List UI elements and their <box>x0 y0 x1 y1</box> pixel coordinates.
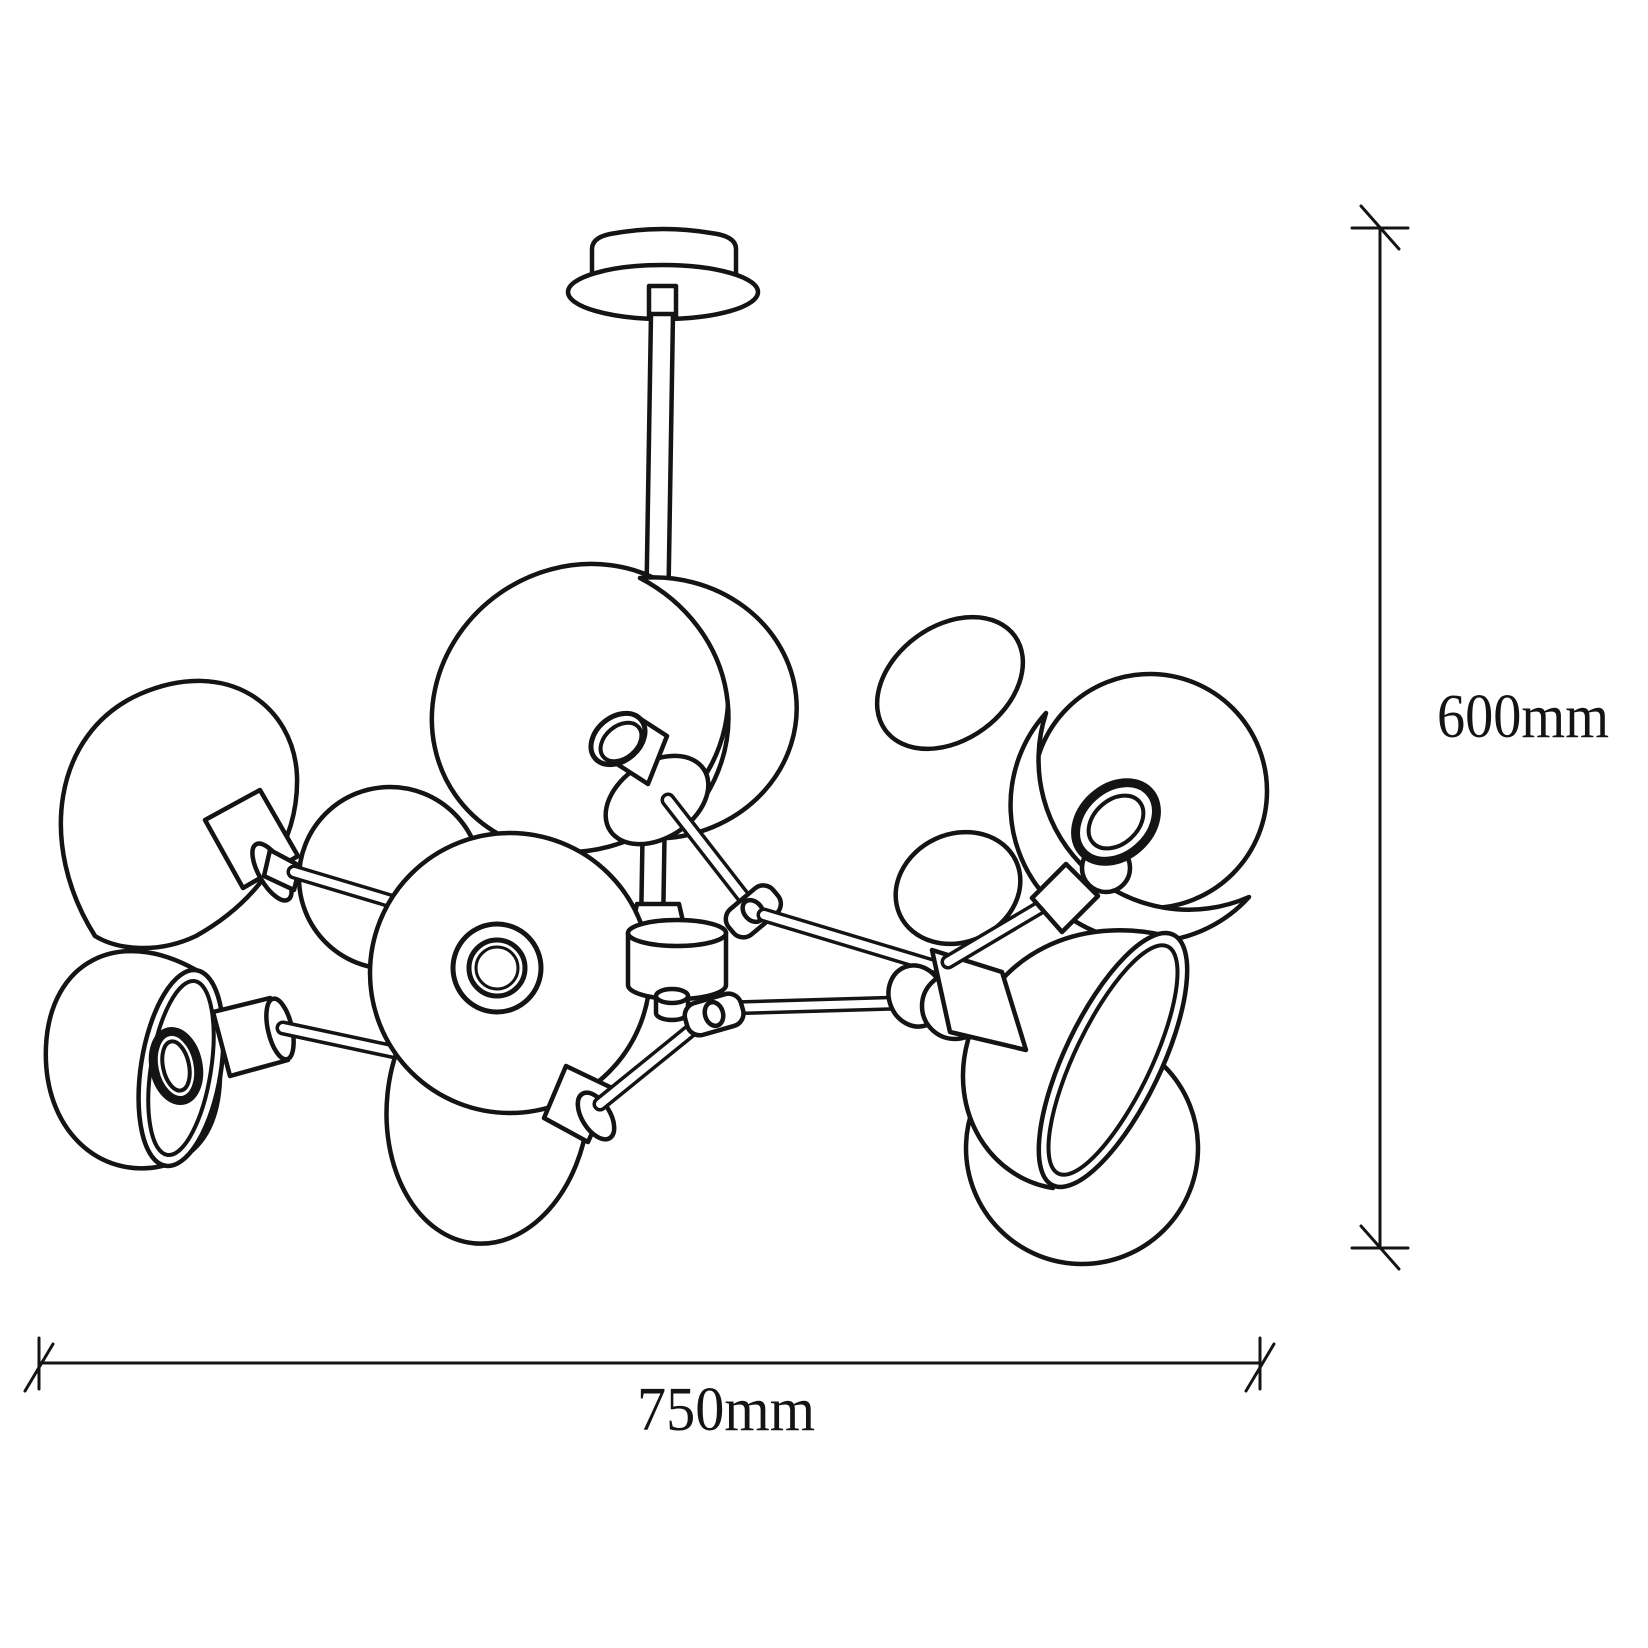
shade-left-lower <box>43 948 478 1171</box>
height-dimension: 600mm <box>1350 204 1609 1271</box>
shade-lower-right-mouth <box>1036 930 1190 1190</box>
joint-cluster-right <box>756 861 1101 1053</box>
central-hub <box>625 917 729 1023</box>
knuckle-joint-lower <box>682 991 746 1038</box>
height-dimension-top-slash <box>1359 204 1401 251</box>
knuckle-hole-icon <box>702 999 726 1029</box>
shade-front-disc <box>367 830 653 1116</box>
shade-upper-right-bulb-ring <box>1071 778 1161 866</box>
arm-bottom <box>541 991 943 1145</box>
shade-lower-right-socket <box>929 947 1029 1053</box>
shade-bottom-socket-cap <box>575 1090 617 1142</box>
hub-screw-top <box>653 986 691 1006</box>
hub-top <box>625 917 729 949</box>
canopy-collar <box>646 283 679 319</box>
shade-top-bulb-inner <box>598 720 644 764</box>
glass-ball-upper-right <box>874 614 1026 752</box>
width-dimension-left-slash <box>23 1342 55 1393</box>
shade-front-disc-hole-outer <box>466 937 528 999</box>
shade-top-rim <box>637 575 799 841</box>
shade-left-lower-bulb-inner <box>160 1039 192 1093</box>
shade-front-disc-hole-inner <box>474 945 520 991</box>
shade-upper-right-socket <box>1029 861 1101 935</box>
height-dimension-bottom-slash <box>1359 1224 1401 1271</box>
height-dimension-label: 600mm <box>1437 683 1609 751</box>
shade-upper-right-bulb-inner <box>1086 793 1146 851</box>
shade-lower-right-mouth-inner <box>1046 943 1180 1177</box>
shade-lower-right <box>960 928 1190 1191</box>
ceiling-canopy <box>565 226 761 322</box>
shade-left-upper <box>58 678 663 988</box>
width-dimension: 750mm <box>23 1336 1276 1444</box>
canopy-cap <box>589 226 739 279</box>
width-dimension-label: 750mm <box>637 1376 815 1444</box>
shade-left-upper-cone <box>261 847 303 893</box>
shade-front-disc-hub-ring <box>450 921 544 1015</box>
shade-top <box>429 561 799 855</box>
width-dimension-right-slash <box>1244 1342 1276 1393</box>
